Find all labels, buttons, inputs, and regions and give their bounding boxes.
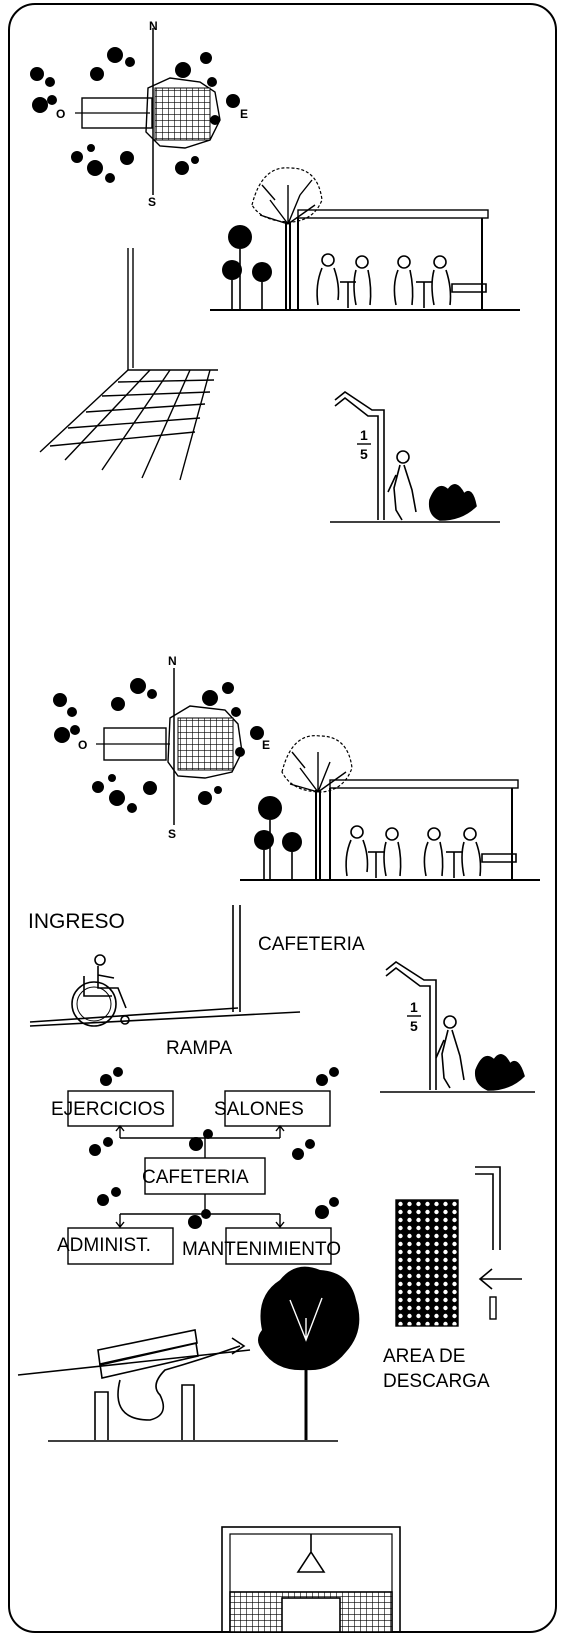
sill-detail-top	[330, 391, 500, 523]
compass-east-label: E	[262, 738, 270, 752]
cafeteria-section-top	[210, 167, 520, 311]
flow-administ: ADMINIST.	[57, 1235, 151, 1256]
sill-top-numerator: 1	[360, 427, 368, 443]
flow-salones: SALONES	[214, 1099, 304, 1120]
compass-north-label: N	[168, 654, 177, 668]
compass-south-label: S	[168, 827, 176, 841]
site-plan-top: N S E O	[30, 19, 248, 209]
flow-mantenimiento: MANTENIMIENTO	[182, 1239, 341, 1260]
site-plan-bottom: N S E O	[53, 654, 270, 841]
compass-south-label: S	[148, 195, 156, 209]
flow-diagram: EJERCICIOS SALONES CAFETERIA ADMINIST. M…	[51, 1067, 341, 1265]
kitchen-section	[221, 1526, 401, 1633]
flow-ejercicios: EJERCICIOS	[51, 1099, 165, 1120]
sill-detail-bottom	[380, 961, 535, 1093]
dropoff-section	[17, 1329, 338, 1442]
cafeteria-label: CAFETERIA	[258, 934, 365, 955]
compass-west-label: O	[56, 107, 65, 121]
ingreso-label: INGRESO	[28, 910, 125, 933]
compass-east-label: E	[240, 107, 248, 121]
tree-icon	[258, 1266, 360, 1440]
area-descarga-label-line1: AREA DE	[383, 1346, 465, 1367]
perspective-grid	[39, 248, 218, 481]
area-descarga-label-line2: DESCARGA	[383, 1371, 490, 1392]
loading-area	[395, 1166, 522, 1327]
ramp-section	[29, 905, 301, 1027]
compass-north-label: N	[149, 19, 158, 33]
cafeteria-section-bottom	[240, 735, 540, 881]
compass-west-label: O	[78, 738, 87, 752]
flow-cafeteria: CAFETERIA	[142, 1167, 249, 1188]
sill-bottom-denominator: 5	[410, 1018, 418, 1034]
sill-bottom-numerator: 1	[410, 999, 418, 1015]
sill-top-denominator: 5	[360, 446, 368, 462]
rampa-label: RAMPA	[166, 1038, 232, 1059]
